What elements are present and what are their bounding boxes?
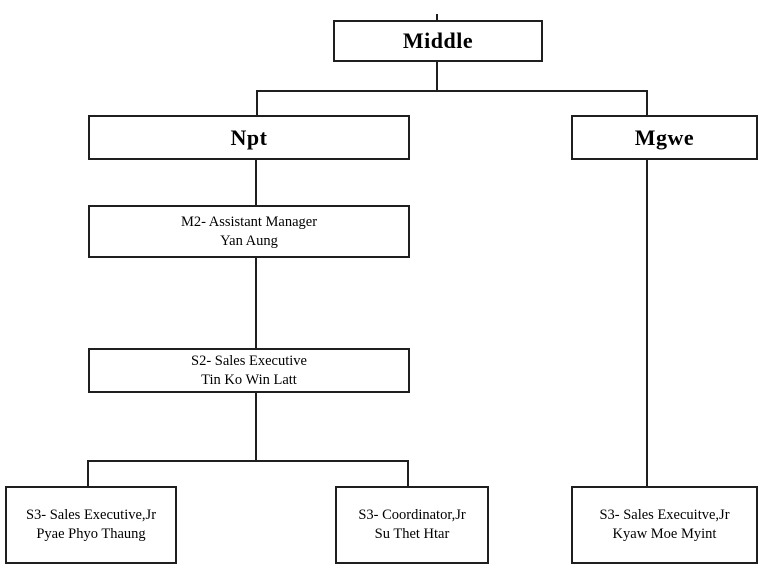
node-s2-name: Tin Ko Win Latt (201, 371, 297, 388)
connector-branches-horizontal (256, 90, 648, 92)
connector-npt-to-m2 (255, 160, 257, 205)
connector-top-stub (436, 14, 438, 21)
node-s2-sales-executive: S2- Sales Executive Tin Ko Win Latt (88, 348, 410, 393)
connector-mgwe-to-s3c (646, 160, 648, 486)
node-mgwe-label: Mgwe (634, 124, 695, 150)
connector-drop-mgwe (646, 90, 648, 115)
node-m2-name: Yan Aung (220, 232, 278, 249)
node-s3b-name: Su Thet Htar (374, 526, 450, 542)
connector-middle-down (436, 62, 438, 92)
connector-m2-to-s2 (255, 258, 257, 348)
node-npt: Npt (88, 115, 410, 160)
connector-drop-s3b (407, 460, 409, 486)
node-s3b-role: S3- Coordinator,Jr (358, 507, 466, 524)
connector-drop-s3a (87, 460, 89, 486)
connector-s3-horizontal (87, 460, 409, 462)
node-s3a-role: S3- Sales Executive,Jr (25, 507, 157, 524)
node-npt-label: Npt (230, 124, 268, 150)
node-s3-sales-executive-jr: S3- Sales Executive,Jr Pyae Phyo Thaung (5, 486, 177, 564)
connector-s2-down (255, 393, 257, 462)
node-s3-coordinator-jr: S3- Coordinator,Jr Su Thet Htar (335, 486, 489, 564)
node-m2-role: M2- Assistant Manager (180, 213, 318, 230)
node-m2-assistant-manager: M2- Assistant Manager Yan Aung (88, 205, 410, 258)
node-s3a-name: Pyae Phyo Thaung (36, 526, 146, 542)
connector-drop-npt (256, 90, 258, 115)
node-mgwe: Mgwe (571, 115, 758, 160)
node-s3-sales-execuitve-jr: S3- Sales Execuitve,Jr Kyaw Moe Myint (571, 486, 758, 564)
node-s3c-name: Kyaw Moe Myint (612, 526, 717, 542)
node-s3c-role: S3- Sales Execuitve,Jr (599, 507, 730, 524)
node-middle-label: Middle (402, 28, 474, 53)
node-s2-role: S2- Sales Executive (191, 352, 307, 369)
node-middle: Middle (333, 20, 543, 62)
